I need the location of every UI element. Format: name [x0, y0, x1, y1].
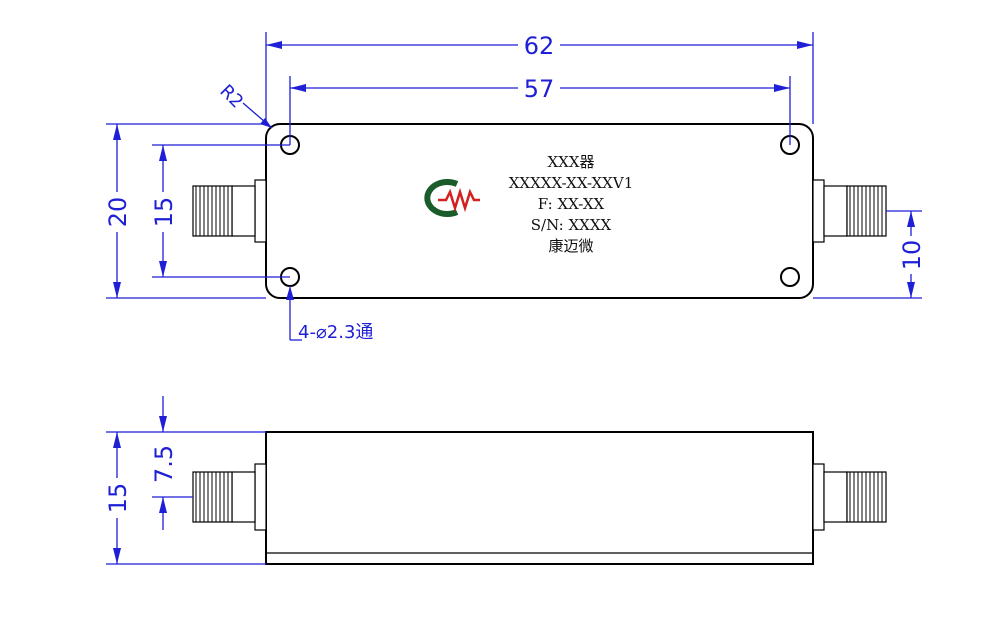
right-connector-top	[812, 179, 887, 243]
right-connector-side	[812, 463, 887, 531]
dimension-62-label: 62	[524, 32, 555, 60]
side-view	[192, 431, 887, 565]
top-view: XXX器 XXXXX-XX-XXV1 F: XX-XX S/N: XXXX 康迈…	[192, 123, 887, 299]
dimension-overall-length: 62	[265, 32, 814, 124]
dimension-corner-radius: R2	[215, 81, 273, 129]
dimension-side-height: 15	[104, 431, 266, 565]
dimension-side-connector-height: 7.5	[150, 396, 193, 530]
label-line-2: XXXXX-XX-XXV1	[509, 174, 633, 192]
dimension-15-top-label: 15	[150, 197, 178, 228]
label-line-4: S/N: XXXX	[531, 216, 612, 234]
dimension-10-label: 10	[898, 240, 926, 271]
company-logo	[424, 179, 480, 217]
dimension-15-side-label: 15	[104, 483, 132, 514]
dimension-body-height: 20	[104, 123, 266, 299]
left-connector-top	[192, 179, 267, 243]
hole-callout: 4-⌀2.3通	[286, 286, 373, 343]
label-line-5: 康迈微	[548, 237, 593, 255]
label-line-1: XXX器	[547, 153, 594, 171]
dimension-hole-spacing-length: 57	[289, 75, 791, 145]
dimension-hole-spacing-height: 15	[150, 144, 290, 278]
side-view-body	[265, 431, 814, 565]
dimension-connector-offset: 10	[813, 210, 926, 299]
hole-note-label: 4-⌀2.3通	[298, 322, 373, 343]
left-connector-side	[192, 463, 267, 531]
dimension-57-label: 57	[524, 75, 555, 103]
dimension-7-5-label: 7.5	[150, 445, 178, 483]
mounting-hole-bottom-right	[780, 267, 800, 287]
dimension-20-label: 20	[104, 197, 132, 228]
dimension-r2-label: R2	[215, 81, 247, 113]
label-line-3: F: XX-XX	[538, 195, 605, 213]
